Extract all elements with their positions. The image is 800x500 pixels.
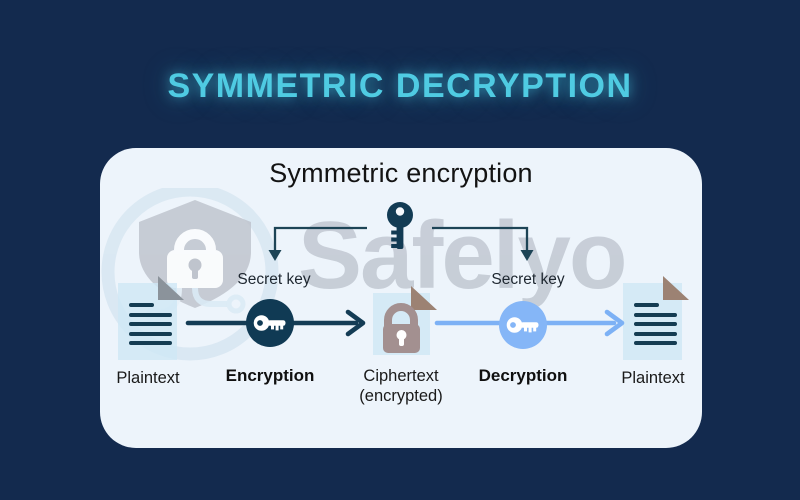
document-icon-plaintext-right	[623, 276, 689, 360]
key-in-circle-icon	[253, 315, 286, 331]
document-icon-plaintext-left	[118, 276, 184, 360]
ciphertext-label-line2: (encrypted)	[359, 386, 443, 405]
diagram-card: Safelyo Symmetric encryption	[100, 148, 702, 448]
text-lines-icon	[634, 303, 693, 351]
secret-key-label-left: Secret key	[237, 271, 311, 288]
key-icon	[387, 202, 413, 249]
ciphertext-label-line1: Ciphertext	[363, 367, 439, 385]
decryption-node	[499, 301, 547, 349]
page-title: SYMMETRIC DECRYPTION	[167, 67, 633, 105]
secret-key-label-right: Secret key	[491, 271, 565, 288]
key-in-circle-icon	[506, 317, 539, 333]
encryption-label: Encryption	[225, 366, 315, 385]
document-icon-ciphertext	[373, 286, 437, 355]
decryption-label: Decryption	[478, 366, 568, 385]
arrowhead-right-icon	[604, 309, 625, 337]
encryption-node	[246, 299, 294, 347]
page-fold-icon	[663, 276, 689, 300]
arrowhead-right-icon	[345, 309, 366, 337]
text-lines-icon	[129, 303, 188, 351]
watermark-text: Safelyo	[298, 202, 627, 309]
padlock-icon	[383, 303, 420, 353]
plaintext-label-left: Plaintext	[116, 369, 180, 387]
ciphertext-label: Ciphertext (encrypted)	[359, 367, 442, 407]
diagram-heading: Symmetric encryption	[269, 158, 533, 188]
plaintext-label-right: Plaintext	[621, 369, 685, 387]
